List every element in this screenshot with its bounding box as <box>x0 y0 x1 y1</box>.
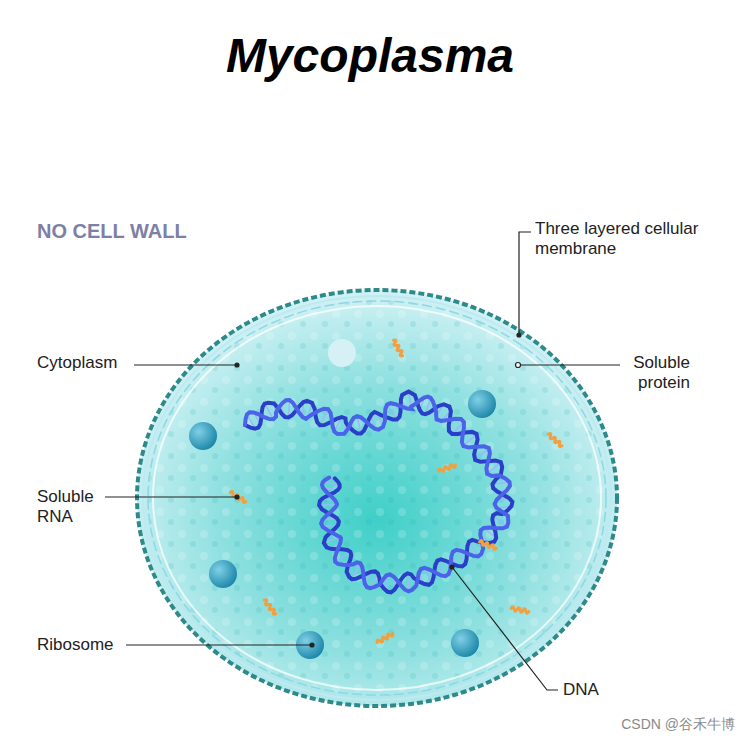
soluble-rna <box>229 339 563 644</box>
part-label: Cytoplasm <box>37 353 137 373</box>
dna-strand <box>245 397 510 592</box>
part-label: Soluble RNA <box>37 487 107 526</box>
title: Mycoplasma <box>0 28 740 83</box>
rna-strand <box>438 463 456 473</box>
cell <box>137 290 617 706</box>
ribosomes <box>189 339 496 659</box>
rna-strand <box>511 606 529 613</box>
part-label: DNA <box>563 680 623 700</box>
rna-strand <box>263 599 278 615</box>
part-label: Soluble protein <box>598 353 690 392</box>
part-label: Ribosome <box>37 635 127 655</box>
watermark: CSDN @谷禾牛博 <box>560 716 735 732</box>
leader-lines <box>105 232 620 690</box>
rna-strand <box>547 433 563 448</box>
rna-strand <box>479 540 497 550</box>
rna-strand <box>376 632 394 644</box>
dna-strand <box>245 392 512 593</box>
dna-helix <box>245 392 512 593</box>
dna-rung <box>407 573 408 591</box>
note: NO CELL WALL <box>37 220 257 243</box>
rna-strand <box>392 339 404 357</box>
part-label: Three layered cellular membrane <box>535 219 700 258</box>
